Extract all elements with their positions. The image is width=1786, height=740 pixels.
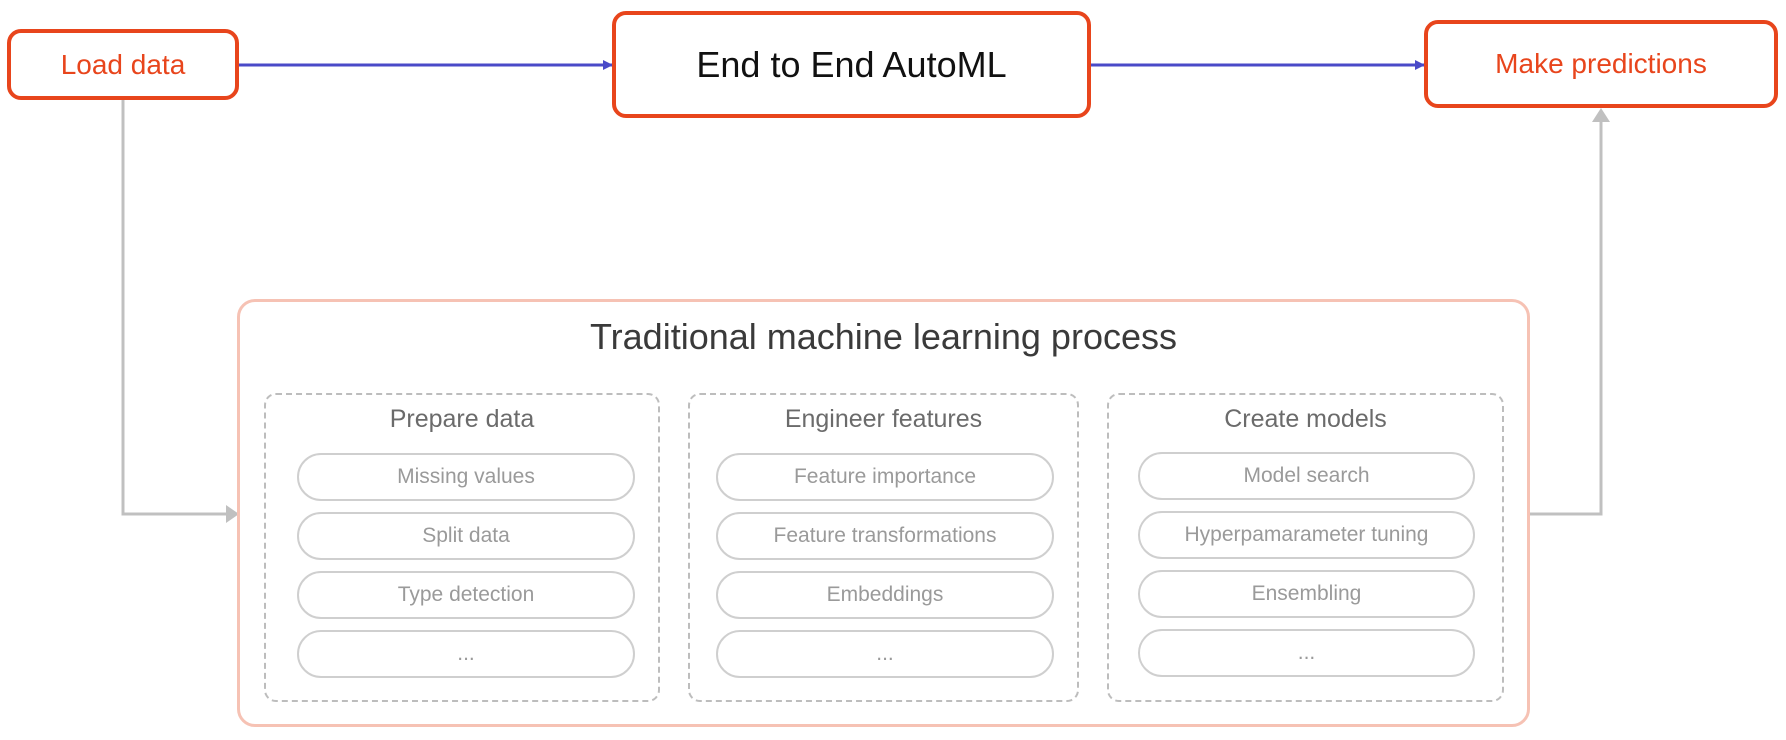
stage-prepare-data: Prepare data Missing values Split data T… bbox=[264, 393, 660, 702]
make-predictions-label: Make predictions bbox=[1495, 48, 1707, 79]
stage-item: ... bbox=[297, 630, 635, 678]
stage-item: ... bbox=[716, 630, 1054, 678]
stage-item: Hyperpamarameter tuning bbox=[1138, 511, 1475, 559]
stage-title: Create models bbox=[1224, 405, 1387, 433]
stage-item: Feature transformations bbox=[716, 512, 1054, 560]
stage-item: ... bbox=[1138, 629, 1475, 677]
stage-title: Engineer features bbox=[784, 405, 983, 433]
automl-box: End to End AutoML bbox=[612, 11, 1091, 118]
stage-create-models: Create models Model search Hyperpamarame… bbox=[1107, 393, 1504, 702]
stage-item: Ensembling bbox=[1138, 570, 1475, 618]
traditional-process-title: Traditional machine learning process bbox=[590, 316, 1177, 357]
stage-engineer-features: Engineer features Feature importance Fea… bbox=[688, 393, 1079, 702]
automl-label: End to End AutoML bbox=[696, 43, 1007, 85]
stage-item: Split data bbox=[297, 512, 635, 560]
stage-item: Type detection bbox=[297, 571, 635, 619]
load-data-box: Load data bbox=[7, 29, 239, 100]
load-data-label: Load data bbox=[60, 48, 186, 80]
arrow-traditional-to-predict bbox=[1530, 120, 1603, 516]
stage-item: Feature importance bbox=[716, 453, 1054, 501]
arrow-load-to-traditional bbox=[121, 100, 228, 516]
stage-item: Missing values bbox=[297, 453, 635, 501]
stage-item: Model search bbox=[1138, 452, 1475, 500]
stage-item: Embeddings bbox=[716, 571, 1054, 619]
stage-title: Prepare data bbox=[389, 405, 535, 433]
make-predictions-box: Make predictions bbox=[1424, 20, 1778, 108]
